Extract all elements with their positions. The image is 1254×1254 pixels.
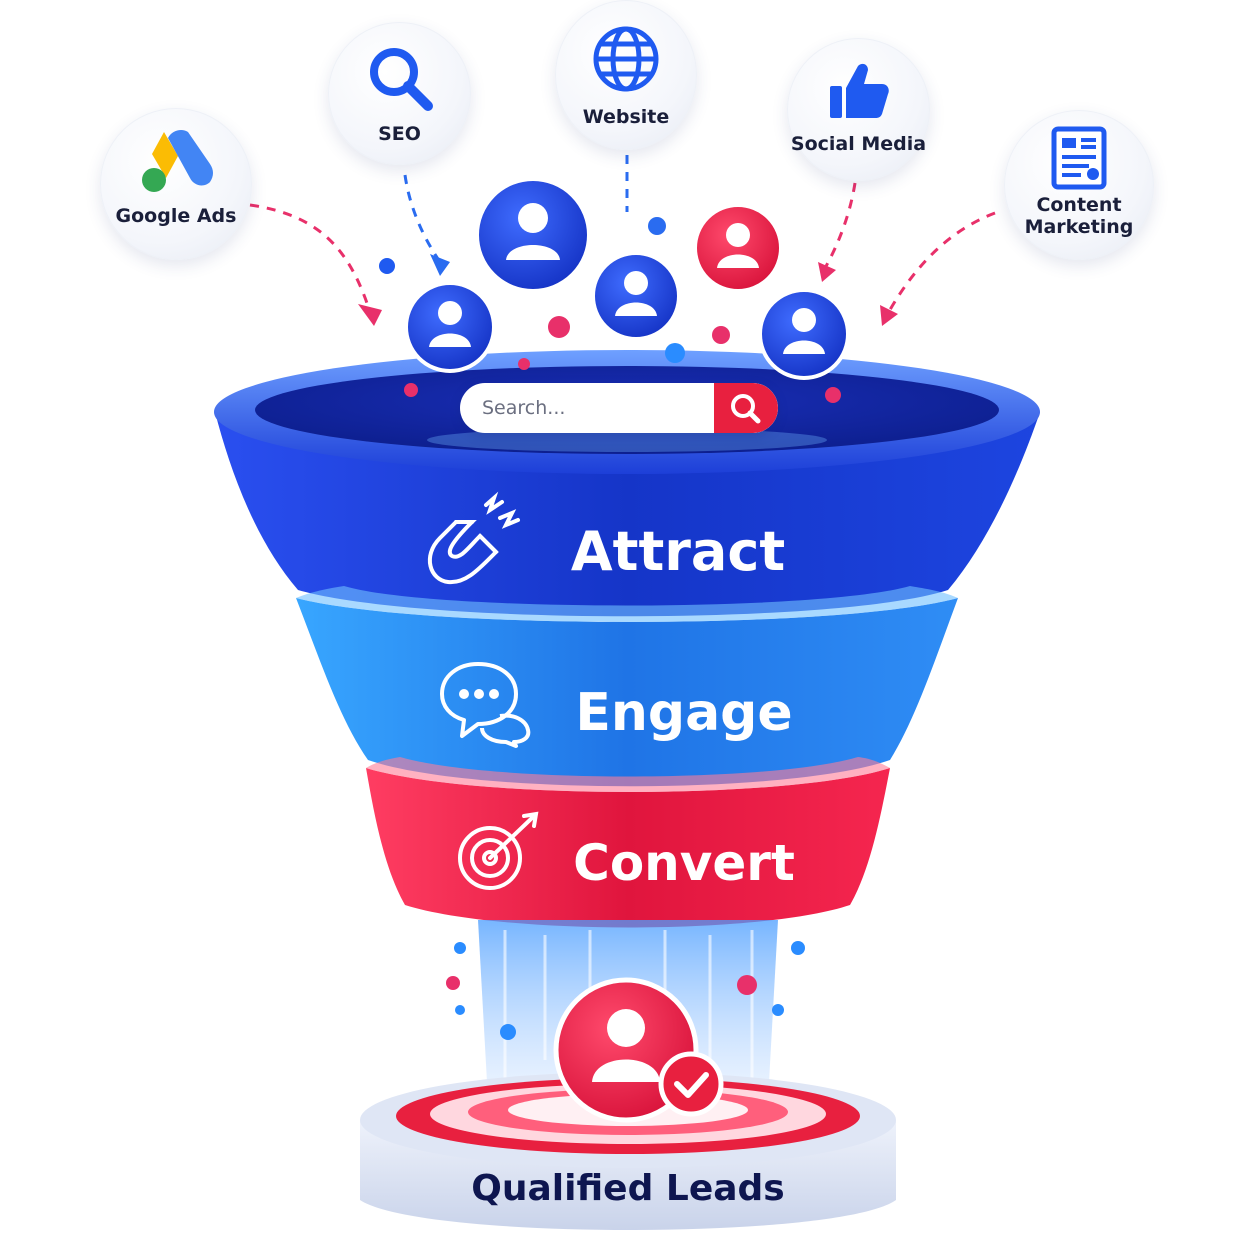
particle-dots — [379, 217, 841, 1040]
user-check-icon — [553, 977, 724, 1123]
source-content-marketing: Content Marketing — [1004, 110, 1154, 260]
arrowhead-icon — [430, 254, 450, 276]
globe-icon — [593, 26, 659, 92]
user-avatar-icon — [404, 281, 496, 373]
source-seo: SEO — [328, 22, 471, 165]
source-label: SEO — [378, 123, 421, 145]
user-avatar-icon — [475, 177, 591, 293]
arrowhead-icon — [358, 304, 382, 326]
engage-body — [296, 598, 958, 787]
user-avatar-icon — [591, 251, 681, 341]
stage-label-engage: Engage — [575, 683, 792, 743]
source-label: Google Ads — [115, 205, 237, 227]
google-ads-icon — [142, 130, 213, 192]
source-website: Website — [555, 0, 697, 150]
arrowhead-icon — [818, 262, 836, 282]
source-label: Social Media — [790, 133, 927, 155]
arrowhead-icon — [880, 305, 898, 326]
user-avatar-icon — [758, 288, 850, 380]
target-icon — [458, 811, 539, 890]
search-icon — [731, 394, 761, 424]
magnifier-icon — [370, 48, 433, 111]
source-label-line2: Marketing — [1024, 216, 1134, 238]
source-label-line1: Content — [1036, 194, 1122, 216]
arrow-content-marketing — [885, 211, 996, 316]
user-avatar-icon — [693, 203, 783, 293]
magnet-icon — [428, 491, 520, 585]
result-label: Qualified Leads — [471, 1168, 785, 1209]
arrow-seo — [403, 174, 442, 263]
stage-label-convert: Convert — [573, 834, 795, 892]
stage-label-attract: Attract — [571, 520, 785, 583]
source-arrows — [249, 155, 996, 316]
source-social-media: Social Media — [787, 38, 930, 181]
search-button[interactable] — [714, 383, 778, 433]
arrow-social-media — [823, 182, 857, 269]
arrowheads — [358, 254, 898, 326]
user-avatars — [404, 177, 850, 380]
search-input[interactable] — [460, 383, 737, 433]
stage-engage — [296, 586, 958, 787]
source-google-ads: Google Ads — [100, 108, 252, 260]
document-icon — [1051, 126, 1107, 190]
source-label: Website — [582, 106, 670, 128]
search-bar — [460, 383, 778, 433]
chat-bubbles-icon — [440, 662, 531, 748]
arrow-google-ads — [249, 203, 372, 313]
thumbs-up-icon — [830, 63, 889, 118]
